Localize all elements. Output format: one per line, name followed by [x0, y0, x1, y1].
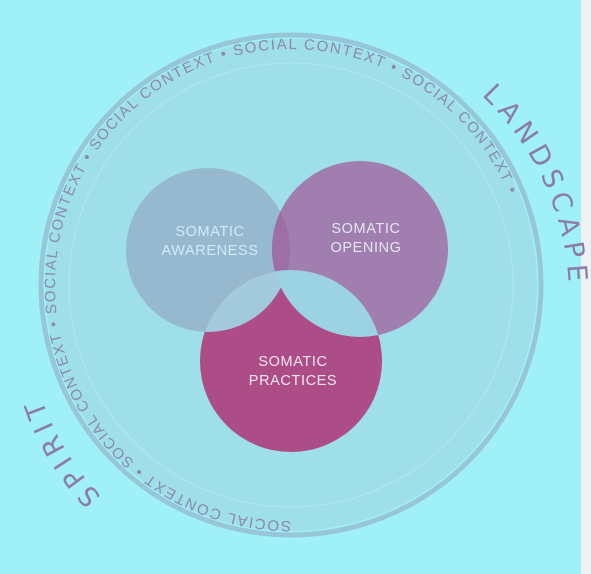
practices-label-line2: PRACTICES [249, 373, 337, 389]
opening-label-line2: OPENING [330, 240, 401, 256]
awareness-label-line1: SOMATIC [175, 224, 244, 240]
awareness-practices-overlap [200, 270, 290, 332]
inner-ring-stroke [68, 62, 514, 508]
opening-practices-overlap [272, 270, 382, 337]
awareness-label-line2: AWARENESS [162, 243, 259, 259]
practices-label-line1: SOMATIC [258, 354, 327, 370]
page-edge [581, 0, 591, 574]
opening-label-line1: SOMATIC [331, 221, 400, 237]
outer-ring-stroke [38, 32, 544, 538]
